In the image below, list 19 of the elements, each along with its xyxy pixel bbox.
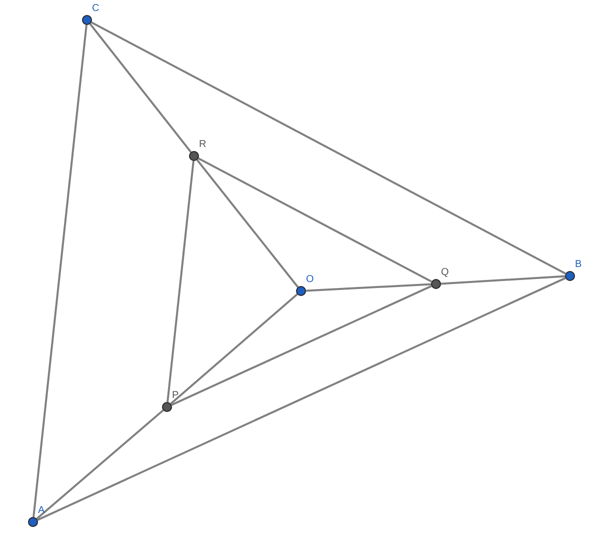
- line-segment: [32, 24, 88, 518]
- line-segment: [170, 294, 298, 404]
- point-label: O: [306, 274, 314, 285]
- line-segment: [166, 160, 194, 402]
- line-segment: [37, 277, 566, 521]
- point-label: Q: [441, 267, 449, 278]
- line-segment: [36, 410, 164, 520]
- point-label: A: [38, 505, 45, 516]
- line-segment: [198, 157, 432, 283]
- line-segment: [440, 275, 566, 285]
- point-label: P: [172, 390, 179, 401]
- line-segment: [171, 285, 432, 406]
- line-segment: [196, 159, 299, 288]
- point-label: R: [199, 139, 206, 150]
- line-segment: [89, 23, 192, 153]
- line-segment: [90, 21, 566, 275]
- point-label: B: [575, 259, 582, 270]
- point-label: C: [92, 3, 100, 14]
- line-segment: [306, 283, 432, 292]
